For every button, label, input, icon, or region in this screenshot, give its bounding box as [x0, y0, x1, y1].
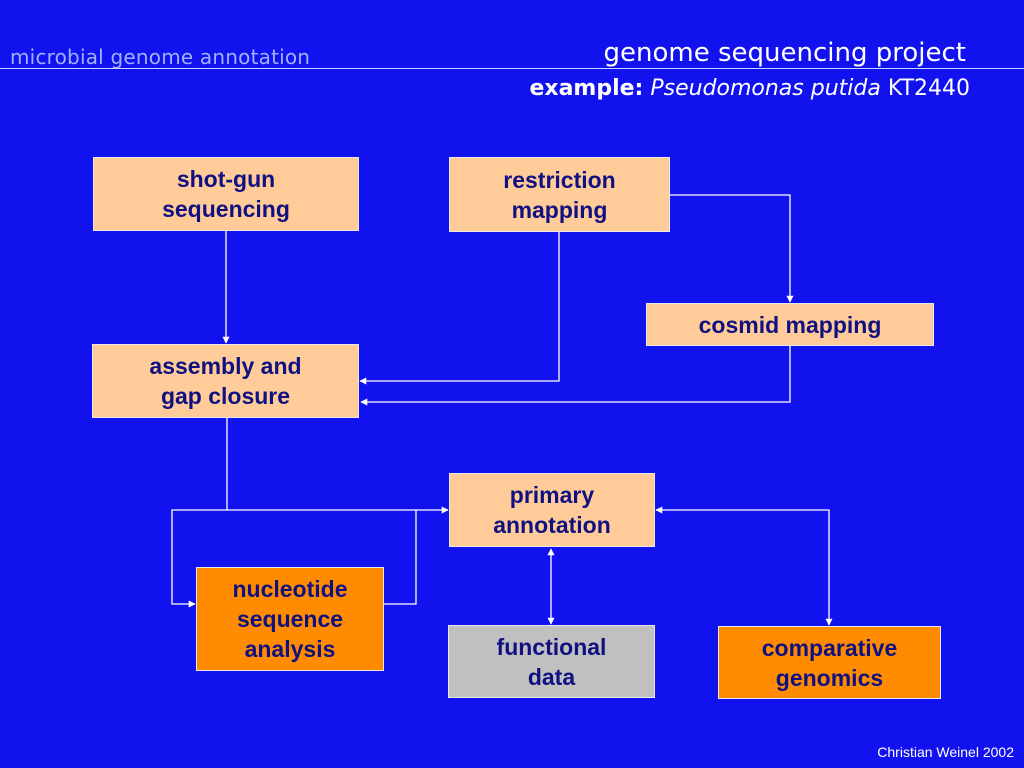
line-nucleotide-to-primary	[384, 510, 417, 605]
arrow-restriction-to-cosmid	[670, 194, 794, 303]
subtitle-label: example:	[529, 76, 644, 101]
arrow-primary-comparative	[655, 506, 833, 626]
cosmid-mapping-box: cosmid mapping	[646, 303, 934, 346]
section-label: microbial genome annotation	[10, 45, 311, 69]
slide-subtitle: example: Pseudomonas putida KT2440	[529, 76, 970, 101]
slide-title: genome sequencing project	[603, 38, 966, 68]
assembly-gap-closure-box: assembly and gap closure	[92, 344, 359, 418]
restriction-mapping-box: restriction mapping	[449, 157, 670, 232]
nucleotide-sequence-analysis-box: nucleotide sequence analysis	[196, 567, 384, 671]
header-divider	[0, 68, 1024, 69]
arrow-to-nucleotide	[171, 509, 227, 608]
comparative-genomics-box: comparative genomics	[718, 626, 941, 699]
shotgun-sequencing-box: shot-gun sequencing	[93, 157, 359, 231]
functional-data-box: functional data	[448, 625, 655, 698]
primary-annotation-box: primary annotation	[449, 473, 655, 547]
subtitle-organism: Pseudomonas putida	[650, 76, 881, 101]
author-credit: Christian Weinel 2002	[877, 744, 1014, 760]
subtitle-strain: KT2440	[887, 76, 970, 101]
arrow-restriction-to-assembly	[359, 232, 560, 385]
arrow-cosmid-to-assembly	[360, 346, 791, 406]
